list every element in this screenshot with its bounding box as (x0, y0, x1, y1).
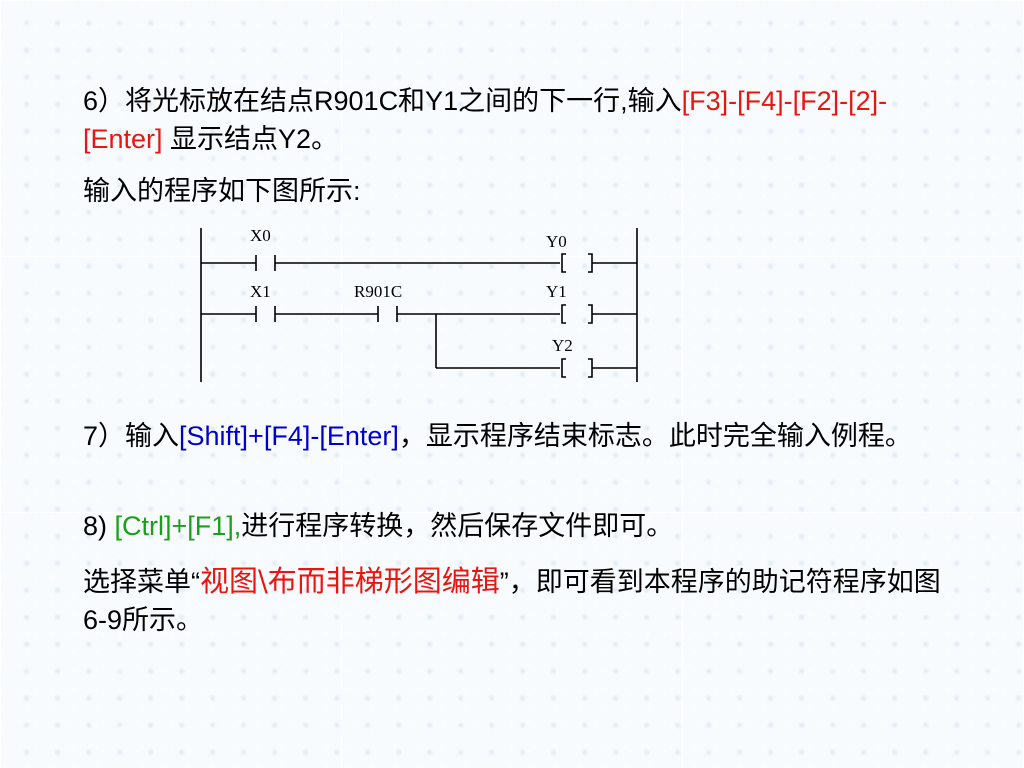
step-8-paragraph: 8) [Ctrl]+[F1],进行程序转换，然后保存文件即可。 (83, 507, 963, 545)
y2-coil-left (561, 358, 566, 378)
ladder-diagram: X0 Y0 X1 R901C Y1 Y2 (200, 226, 638, 382)
step-7-keys: [Shift]+[F4]-[Enter] (179, 421, 399, 451)
step-8-prefix: 8) (83, 511, 115, 541)
intro-line: 输入的程序如下图所示: (83, 176, 361, 206)
step-9-prefix: 选择菜单“ (83, 567, 200, 597)
y2-label: Y2 (552, 336, 573, 355)
y0-label: Y0 (546, 232, 567, 251)
step-6-keys: [F3]-[F4]-[F2]-[2]-[Enter] (83, 86, 888, 154)
y1-coil-right (588, 304, 593, 324)
r901c-label: R901C (354, 282, 402, 301)
y1-label: Y1 (546, 282, 567, 301)
y1-coil-left (561, 304, 566, 324)
y0-coil-left (561, 253, 566, 273)
y0-coil-right (588, 253, 593, 273)
step-8-keys: [Ctrl]+[F1], (114, 511, 242, 541)
step-9-paragraph: 选择菜单“视图\布而非梯形图编辑”，即可看到本程序的助记符程序如图6-9所示。 (83, 562, 963, 639)
x1-label: X1 (250, 282, 271, 301)
y2-coil-right (588, 358, 593, 378)
x0-label: X0 (250, 226, 271, 245)
step-8-suffix: 进行程序转换，然后保存文件即可。 (241, 511, 674, 541)
step-9-suffix: ”，即可看到本程序的助记符程序如图6-9所示。 (83, 567, 941, 635)
step-7-suffix: ，显示程序结束标志。此时完全输入例程。 (398, 421, 912, 451)
rung-3-branch (435, 314, 637, 378)
step-6-prefix: 6）将光标放在结点R901C和Y1之间的下一行,输入 (83, 86, 682, 116)
step-6-suffix: 显示结点Y2。 (162, 124, 339, 154)
rung-1 (201, 253, 637, 273)
rung-2 (201, 304, 637, 324)
step-6-paragraph: 6）将光标放在结点R901C和Y1之间的下一行,输入[F3]-[F4]-[F2]… (83, 82, 963, 158)
menu-path: 视图\布而非梯形图编辑 (200, 564, 500, 598)
step-7-paragraph: 7）输入[Shift]+[F4]-[Enter]，显示程序结束标志。此时完全输入… (83, 417, 963, 455)
step-7-prefix: 7）输入 (83, 421, 180, 451)
